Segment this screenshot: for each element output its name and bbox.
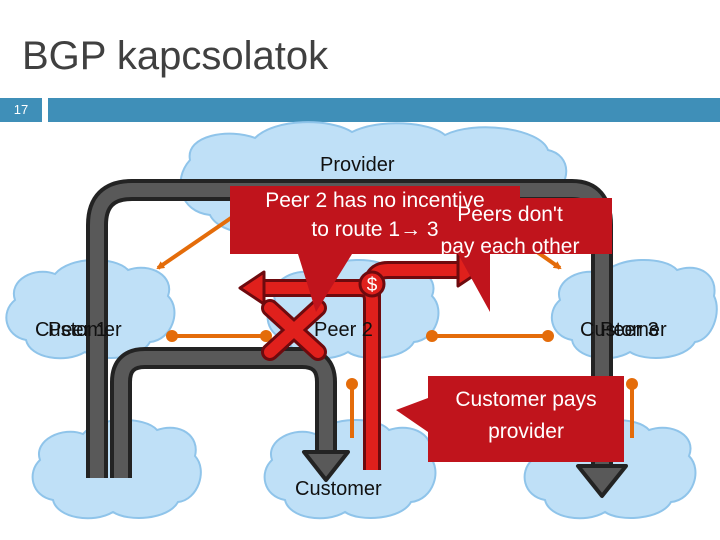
slide-number: 17 (0, 98, 42, 122)
callout-text-customer-pays: Customer pays provider (455, 388, 597, 443)
slide-title: BGP kapcsolatok (22, 34, 329, 78)
title-bar-decoration (48, 98, 720, 122)
callout-text-no-incentive: Peer 2 has no incentive to route 1→ 3 (265, 189, 485, 242)
link-peer3-customer (626, 378, 638, 438)
link-peer2-peer3 (426, 330, 554, 342)
label-peer-left: Peer 1 (48, 319, 107, 341)
link-peer1-peer2 (166, 330, 272, 342)
cloud-peer-right (551, 259, 718, 360)
blocked-route-x-icon (261, 299, 327, 361)
money-badge-icon: $ (358, 270, 386, 298)
label-customer-bottom: Customer (295, 478, 382, 500)
label-peer-right: Peer 3 (600, 319, 659, 341)
label-customer-right: Customer (580, 319, 667, 341)
label-provider: Provider (320, 154, 395, 176)
label-customer-left: Customer (35, 319, 122, 341)
callout-no-incentive (230, 186, 520, 312)
callout-text-peers-dont-pay: Peers don't pay each other (440, 203, 580, 258)
svg-text:$: $ (367, 275, 378, 296)
label-peer-middle: Peer 2 (314, 319, 373, 341)
route-arrow-inner (110, 347, 350, 482)
link-peer2-customer (346, 378, 358, 438)
callout-customer-pays (396, 376, 624, 462)
